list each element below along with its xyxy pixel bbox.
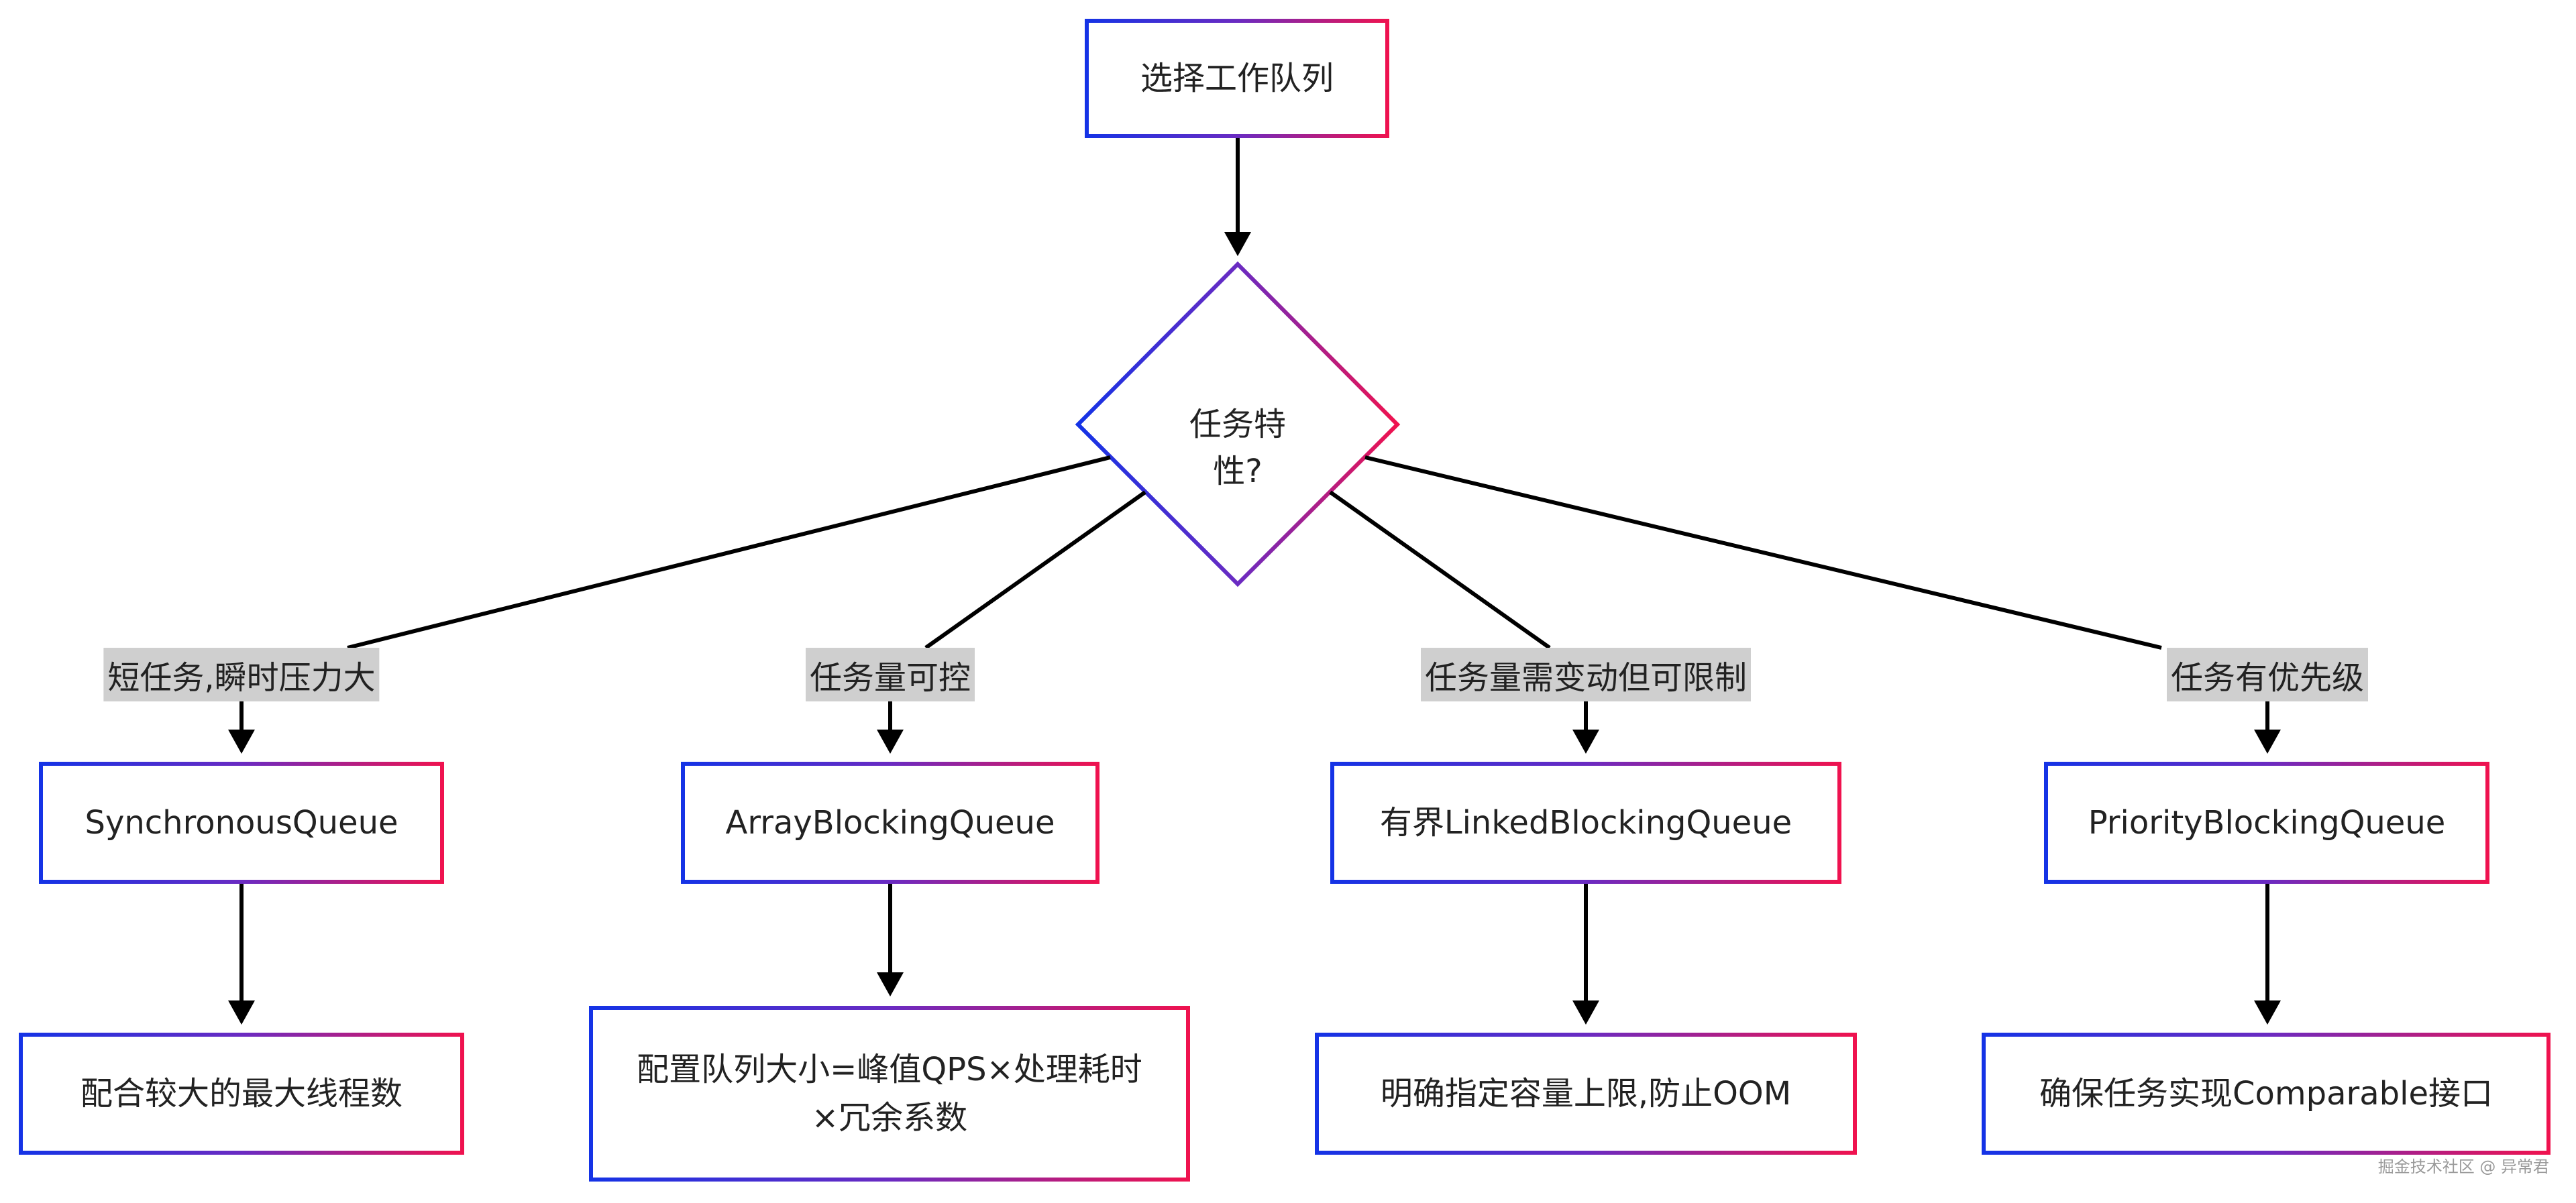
arrowhead-queue-advice-3 [1572, 1000, 1599, 1025]
arrowhead-label-queue-4 [2254, 730, 2281, 754]
queue-node-3: 有界LinkedBlockingQueue [1330, 762, 1841, 884]
advice-node-1: 配合较大的最大线程数 [19, 1033, 464, 1155]
advice-node-4: 确保任务实现Comparable接口 [1982, 1033, 2551, 1155]
start-node: 选择工作队列 [1085, 19, 1389, 138]
edge-decision-branch-4 [1364, 455, 2162, 650]
queue-node-1: SynchronousQueue [39, 762, 444, 884]
condition-label-2: 任务量可控 [805, 648, 975, 701]
decision-diamond [1075, 261, 1401, 587]
arrowhead-queue-advice-1 [228, 1000, 255, 1025]
edge-decision-branch-2 [924, 490, 1146, 650]
watermark: 掘金技术社区 @ 异常君 [2377, 1157, 2549, 1176]
arrowhead-label-queue-1 [228, 730, 255, 754]
advice-node-3: 明确指定容量上限,防止OOM [1315, 1033, 1857, 1155]
queue-node-4: PriorityBlockingQueue [2044, 762, 2489, 884]
edge-decision-branch-1 [347, 455, 1111, 650]
edge-decision-branch-3 [1329, 490, 1551, 650]
arrowhead-label-queue-3 [1572, 730, 1599, 754]
decision-label: 任务特性? [1189, 406, 1286, 490]
condition-label-4: 任务有优先级 [2166, 648, 2369, 701]
arrowhead-start-decision [1224, 232, 1251, 256]
queue-node-2: ArrayBlockingQueue [681, 762, 1099, 884]
arrowhead-queue-advice-2 [877, 972, 904, 996]
condition-label-3: 任务量需变动但可限制 [1420, 648, 1752, 701]
advice-node-2: 配置队列大小=峰值QPS×处理耗时×冗余系数 [589, 1006, 1190, 1182]
condition-label-1: 短任务,瞬时压力大 [103, 648, 380, 701]
arrowhead-queue-advice-4 [2254, 1000, 2281, 1025]
arrowhead-label-queue-2 [877, 730, 904, 754]
